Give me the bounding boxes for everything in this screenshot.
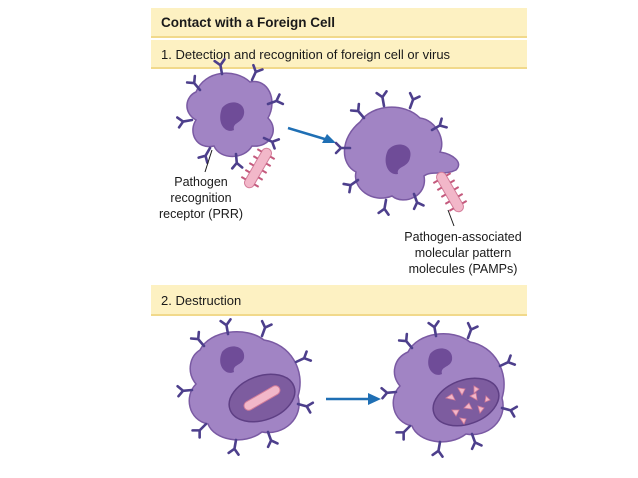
prr-pointer xyxy=(204,149,213,173)
step-1-heading: 1. Detection and recognition of foreign … xyxy=(151,40,527,69)
prr-label: Pathogen recognition receptor (PRR) xyxy=(146,174,256,222)
pathogen-rod-1 xyxy=(240,145,276,191)
flow-arrow-2 xyxy=(326,393,381,405)
phagocyte-cell-1 xyxy=(176,58,285,170)
phagocyte-cell-2 xyxy=(334,90,460,216)
prr-label-line-1: Pathogen xyxy=(174,175,228,189)
pamp-label-line-3: molecules (PAMPs) xyxy=(408,262,518,276)
flow-arrow-1 xyxy=(287,126,336,143)
pamp-label-line-2: molecular pattern xyxy=(414,246,512,260)
pathogen-rod-2 xyxy=(432,169,468,215)
diagram-title: Contact with a Foreign Cell xyxy=(151,8,527,38)
step-2-heading: 2. Destruction xyxy=(151,285,527,316)
phagocyte-cell-3 xyxy=(176,318,315,456)
pamp-label: Pathogen-associated molecular pattern mo… xyxy=(388,229,538,277)
prr-label-line-2: recognition xyxy=(170,191,232,205)
prr-label-line-3: receptor (PRR) xyxy=(158,207,244,221)
digested-fragments xyxy=(444,385,491,425)
pamp-label-line-1: Pathogen-associated xyxy=(404,230,522,244)
pamp-pointer xyxy=(447,209,455,227)
phagocyte-cell-4 xyxy=(380,320,519,458)
